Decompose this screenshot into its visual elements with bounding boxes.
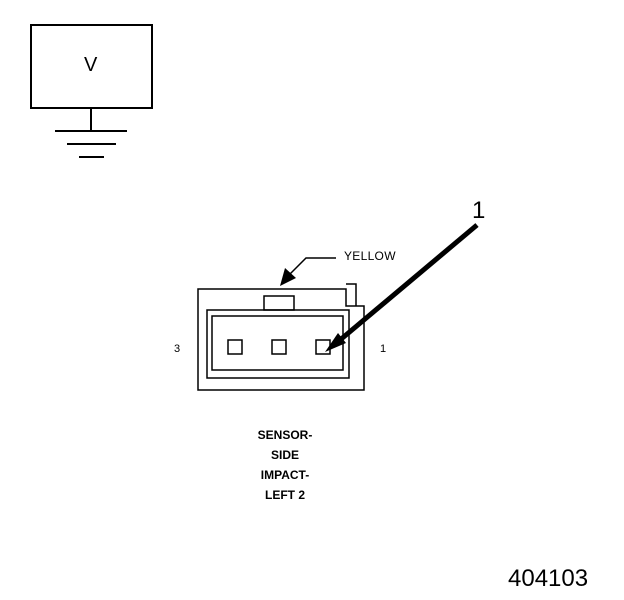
caption-line: SIDE bbox=[270, 448, 299, 462]
callout-number: 1 bbox=[472, 197, 486, 224]
connector-outer-housing bbox=[197, 288, 365, 391]
wire-color-label: YELLOW bbox=[344, 249, 396, 263]
connector-cavity-1 bbox=[315, 339, 331, 355]
callout-arrow-shaft bbox=[338, 223, 479, 342]
connector-inner-face bbox=[211, 315, 344, 371]
yellow-leader-line bbox=[289, 257, 336, 275]
yellow-leader bbox=[280, 257, 336, 286]
connector-lock-tab bbox=[263, 295, 295, 311]
figure-number: 404103 bbox=[508, 565, 589, 592]
yellow-leader-arrowhead bbox=[280, 268, 296, 286]
caption-line: LEFT 2 bbox=[264, 488, 305, 502]
connector-drawing bbox=[197, 283, 365, 391]
caption-line: IMPACT- bbox=[260, 468, 310, 482]
connector-cavity-3 bbox=[227, 339, 243, 355]
callout-arrow bbox=[325, 223, 479, 352]
caption-line: SENSOR- bbox=[257, 428, 313, 442]
pin-label-right: 1 bbox=[380, 343, 387, 355]
voltmeter-symbol bbox=[30, 24, 153, 158]
voltmeter-label: V bbox=[84, 54, 98, 76]
connector-inner-housing bbox=[206, 309, 350, 379]
pin-label-left: 3 bbox=[174, 343, 181, 355]
connector-cavity-2 bbox=[271, 339, 287, 355]
connector-latch bbox=[346, 283, 357, 306]
connector-caption: SENSOR- SIDE IMPACT- LEFT 2 bbox=[230, 425, 340, 505]
